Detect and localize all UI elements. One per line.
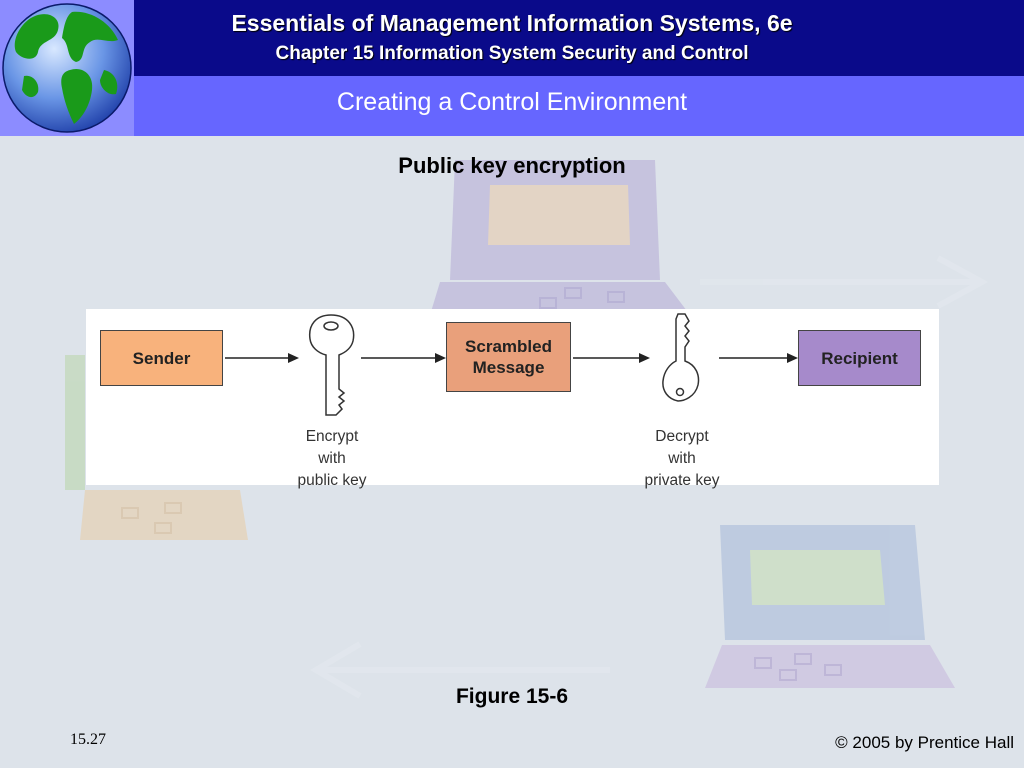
scrambled-message-box: Scrambled Message bbox=[446, 322, 571, 392]
sender-label: Sender bbox=[132, 348, 191, 368]
arrow-key-to-scrambled bbox=[361, 353, 446, 363]
recipient-box: Recipient bbox=[798, 330, 921, 386]
copyright-notice: © 2005 by Prentice Hall bbox=[835, 733, 1014, 752]
recipient-label: Recipient bbox=[821, 348, 898, 368]
arrow-sender-to-key bbox=[225, 353, 299, 363]
header-band bbox=[0, 0, 1024, 76]
public-key-caption: Encrypt with public key bbox=[297, 428, 367, 489]
section-title: Creating a Control Environment bbox=[336, 88, 688, 116]
private-key-icon bbox=[662, 313, 700, 402]
scrambled-message-label: Scrambled Message bbox=[465, 337, 552, 377]
chapter-title: Chapter 15 Information System Security a… bbox=[275, 43, 749, 64]
sender-box: Sender bbox=[100, 330, 223, 386]
arrow-scrambled-to-key bbox=[573, 353, 650, 363]
slide-number: 15.27 bbox=[70, 731, 106, 748]
diagram-connectors bbox=[225, 313, 798, 416]
private-key-caption: Decrypt with private key bbox=[644, 428, 720, 489]
slide-heading: Public key encryption bbox=[398, 153, 626, 178]
subheader-band bbox=[0, 76, 1024, 136]
book-title: Essentials of Management Information Sys… bbox=[231, 10, 793, 36]
encryption-diagram: Sender Scrambled Message Recipient bbox=[86, 309, 939, 489]
arrow-key-to-recipient bbox=[719, 353, 798, 363]
public-key-icon bbox=[308, 314, 355, 416]
figure-caption: Figure 15-6 bbox=[455, 685, 569, 708]
globe-logo bbox=[0, 0, 134, 136]
